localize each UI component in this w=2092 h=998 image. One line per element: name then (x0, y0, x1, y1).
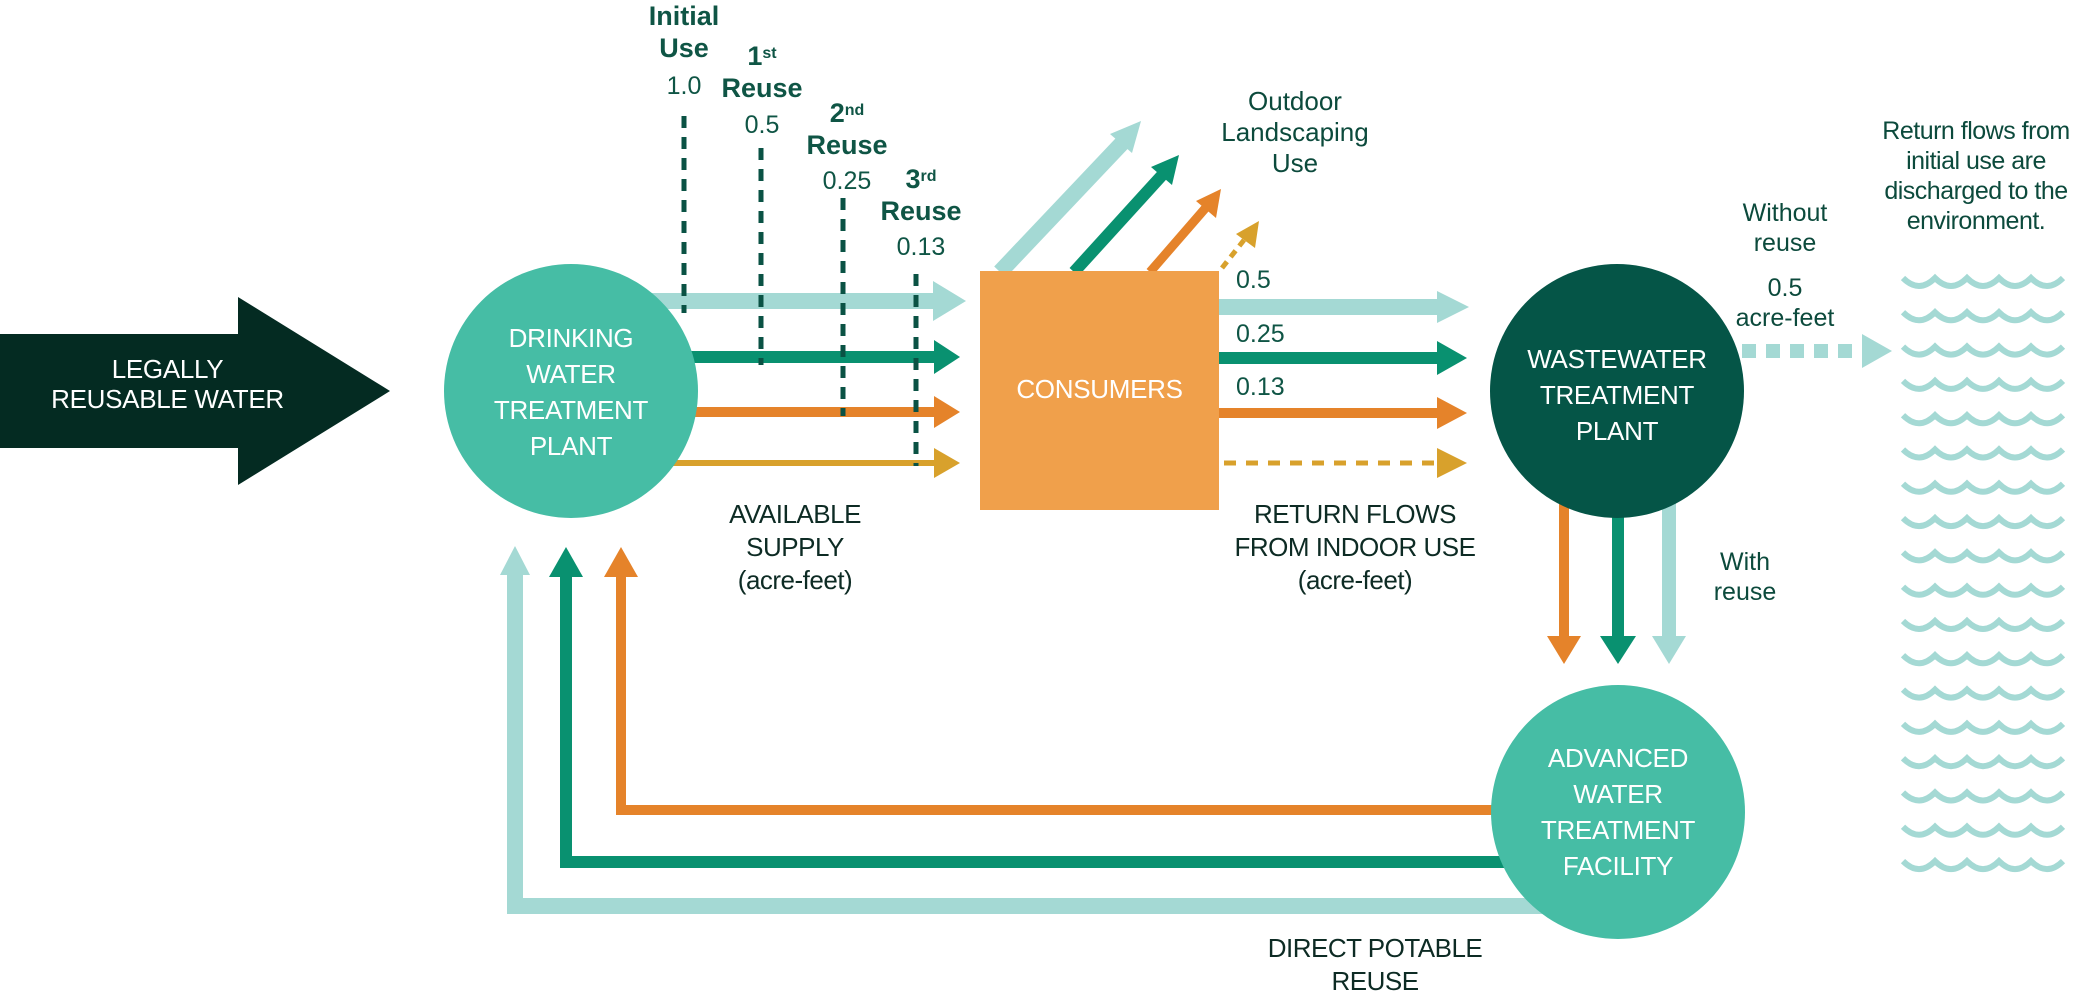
wastewater-plant-circle (1490, 264, 1744, 518)
supply-first-reuse-head (934, 340, 960, 374)
environment-waves (1900, 273, 2066, 873)
return-flow-arrows (1219, 291, 1469, 478)
down-first-reuse-head (1600, 636, 1636, 664)
outdoor-initial-use (994, 133, 1132, 278)
consumers-label: CONSUMERS (1016, 374, 1183, 404)
loop-initial-use (507, 575, 1560, 914)
value-initial-use: 1.0 (666, 72, 702, 100)
outdoor-first-reuse (1069, 167, 1170, 277)
down-second-reuse-head (1547, 636, 1581, 664)
supply-initial-use (640, 293, 936, 309)
supply-second-reuse (690, 407, 938, 417)
return-value-first-reuse: 0.25 (1236, 320, 1285, 348)
return-initial-use-head (1437, 291, 1469, 323)
wave-row (1900, 410, 2066, 427)
supply-first-reuse (680, 351, 938, 363)
supply-initial-use-head (933, 281, 966, 321)
return-second-reuse-head (1437, 397, 1467, 429)
return-value-initial-use: 0.5 (1236, 266, 1271, 294)
wave-row (1900, 753, 2066, 770)
loop-initial-use-arrowhead (500, 546, 530, 575)
outdoor-third-reuse (1220, 238, 1246, 270)
outdoor-initial-use-head (1110, 121, 1141, 153)
loop-first-reuse-arrowhead (549, 547, 583, 577)
outdoor-second-reuse-head (1196, 189, 1221, 218)
return-second-reuse (1219, 408, 1439, 418)
wave-row (1900, 616, 2066, 632)
down-initial-use-head (1652, 636, 1686, 664)
consumers-box (980, 271, 1219, 510)
wave-row (1900, 548, 2066, 564)
loop-second-reuse (616, 575, 1560, 815)
wave-row (1900, 308, 2066, 324)
supply-third-reuse-head (934, 448, 960, 478)
wave-row (1900, 582, 2066, 598)
loop-first-reuse (560, 575, 1560, 868)
supply-third-reuse (670, 460, 938, 466)
return-value-second-reuse: 0.13 (1236, 373, 1285, 401)
direct-potable-return-loops (500, 546, 1560, 914)
value-first-reuse: 0.5 (744, 111, 780, 139)
wave-row (1900, 445, 2066, 461)
outdoor-arrows (994, 121, 1259, 278)
wave-row (1900, 376, 2066, 392)
outdoor-second-reuse (1146, 201, 1213, 275)
wave-row (1900, 719, 2066, 735)
source-arrow (0, 297, 390, 485)
wave-row (1900, 685, 2066, 701)
wave-row (1900, 479, 2066, 495)
supply-arrows (640, 281, 966, 478)
wave-row (1900, 273, 2066, 289)
wave-row (1900, 342, 2066, 358)
supply-second-reuse-head (934, 396, 960, 428)
value-third-reuse: 0.13 (896, 233, 946, 261)
return-first-reuse-head (1437, 341, 1467, 375)
return-third-reuse-head (1437, 448, 1467, 478)
outdoor-first-reuse-head (1151, 155, 1179, 185)
wave-row (1900, 788, 2066, 804)
outdoor-third-reuse-head (1236, 221, 1259, 248)
wave-row (1900, 822, 2066, 838)
drinking-water-plant-circle (444, 264, 698, 518)
with-reuse-arrows (1547, 500, 1686, 664)
return-initial-use (1219, 299, 1439, 315)
wave-row (1900, 856, 2066, 873)
wave-row (1900, 513, 2066, 530)
wave-row (1900, 651, 2066, 667)
advanced-facility-circle (1491, 685, 1745, 939)
discharge-arrow (1742, 334, 1892, 368)
use-markers (681, 116, 919, 466)
loop-second-reuse-arrowhead (604, 547, 638, 577)
value-second-reuse: 0.25 (822, 167, 872, 195)
return-first-reuse (1219, 352, 1439, 364)
discharge-arrowhead (1862, 334, 1892, 368)
